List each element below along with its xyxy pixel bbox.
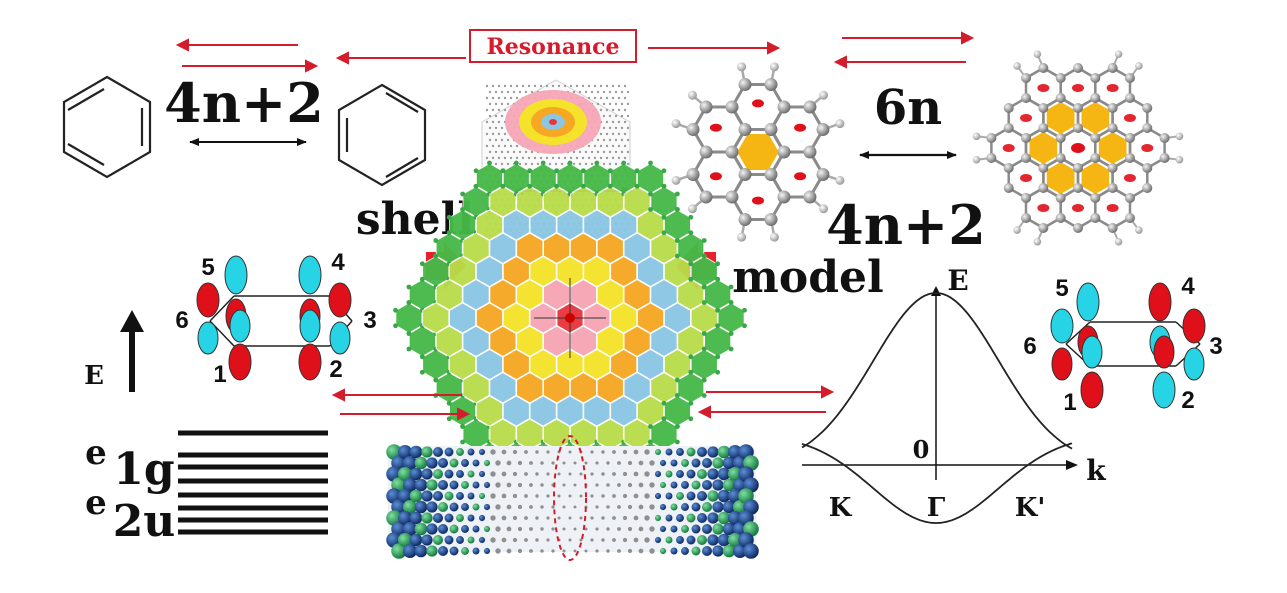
- e1g-label-base: e: [85, 433, 107, 473]
- pi-orbital-diagram-right: 5 4 6 3 1 2: [1023, 273, 1222, 416]
- atom-number-4: 4: [331, 249, 345, 276]
- band-energy-label: E: [947, 264, 968, 297]
- atom-number-1: 1: [213, 361, 226, 388]
- atom-number-6: 6: [175, 307, 188, 334]
- atom-number-3: 3: [363, 307, 376, 334]
- k-prime-point-label: K': [1015, 493, 1046, 523]
- coronene-molecule: [671, 62, 845, 242]
- huckel-rule-label-left: 4n+2: [164, 71, 324, 135]
- atom-number-3: 3: [1209, 333, 1222, 360]
- benzene-kekule-2: [337, 83, 427, 187]
- e1g-label-sub: 1g: [113, 444, 174, 495]
- atom-number-1: 1: [1063, 389, 1076, 416]
- energy-level-diagram: E e 1g e 2u: [84, 310, 328, 547]
- band-zero-label: 0: [913, 435, 930, 464]
- atom-number-6: 6: [1023, 333, 1036, 360]
- atom-number-2: 2: [329, 356, 342, 383]
- atom-number-5: 5: [1055, 275, 1068, 302]
- nanotube-segment: [386, 444, 759, 559]
- resonance-arrows-top: [175, 31, 975, 73]
- band-structure-plot: E 0 k K Γ K': [801, 264, 1106, 524]
- pi-orbital-diagram-left: 5 4 6 3 1 2: [175, 249, 376, 388]
- k-point-label: K: [829, 493, 853, 523]
- e2u-label-sub: 2u: [113, 496, 176, 547]
- resonance-label: Resonance: [469, 29, 637, 63]
- atom-number-4: 4: [1181, 273, 1195, 300]
- resonance-arrows-bottom: [331, 385, 835, 421]
- model-label: model: [732, 252, 883, 303]
- benzene-kekule-1: [62, 75, 152, 179]
- energy-axis-label: E: [84, 361, 104, 391]
- sextet-rule-label: 6n: [874, 80, 942, 136]
- dashed-ring-cut: [553, 435, 587, 561]
- circumcoronene-molecule: [972, 50, 1184, 246]
- gamma-point-label: Γ: [927, 493, 946, 523]
- atom-number-2: 2: [1181, 387, 1194, 414]
- atom-number-5: 5: [201, 254, 214, 281]
- huckel-rule-label-right: 4n+2: [826, 193, 986, 257]
- band-k-label: k: [1086, 454, 1106, 487]
- e2u-label-base: e: [85, 483, 107, 523]
- svg-text:Resonance: Resonance: [487, 34, 620, 60]
